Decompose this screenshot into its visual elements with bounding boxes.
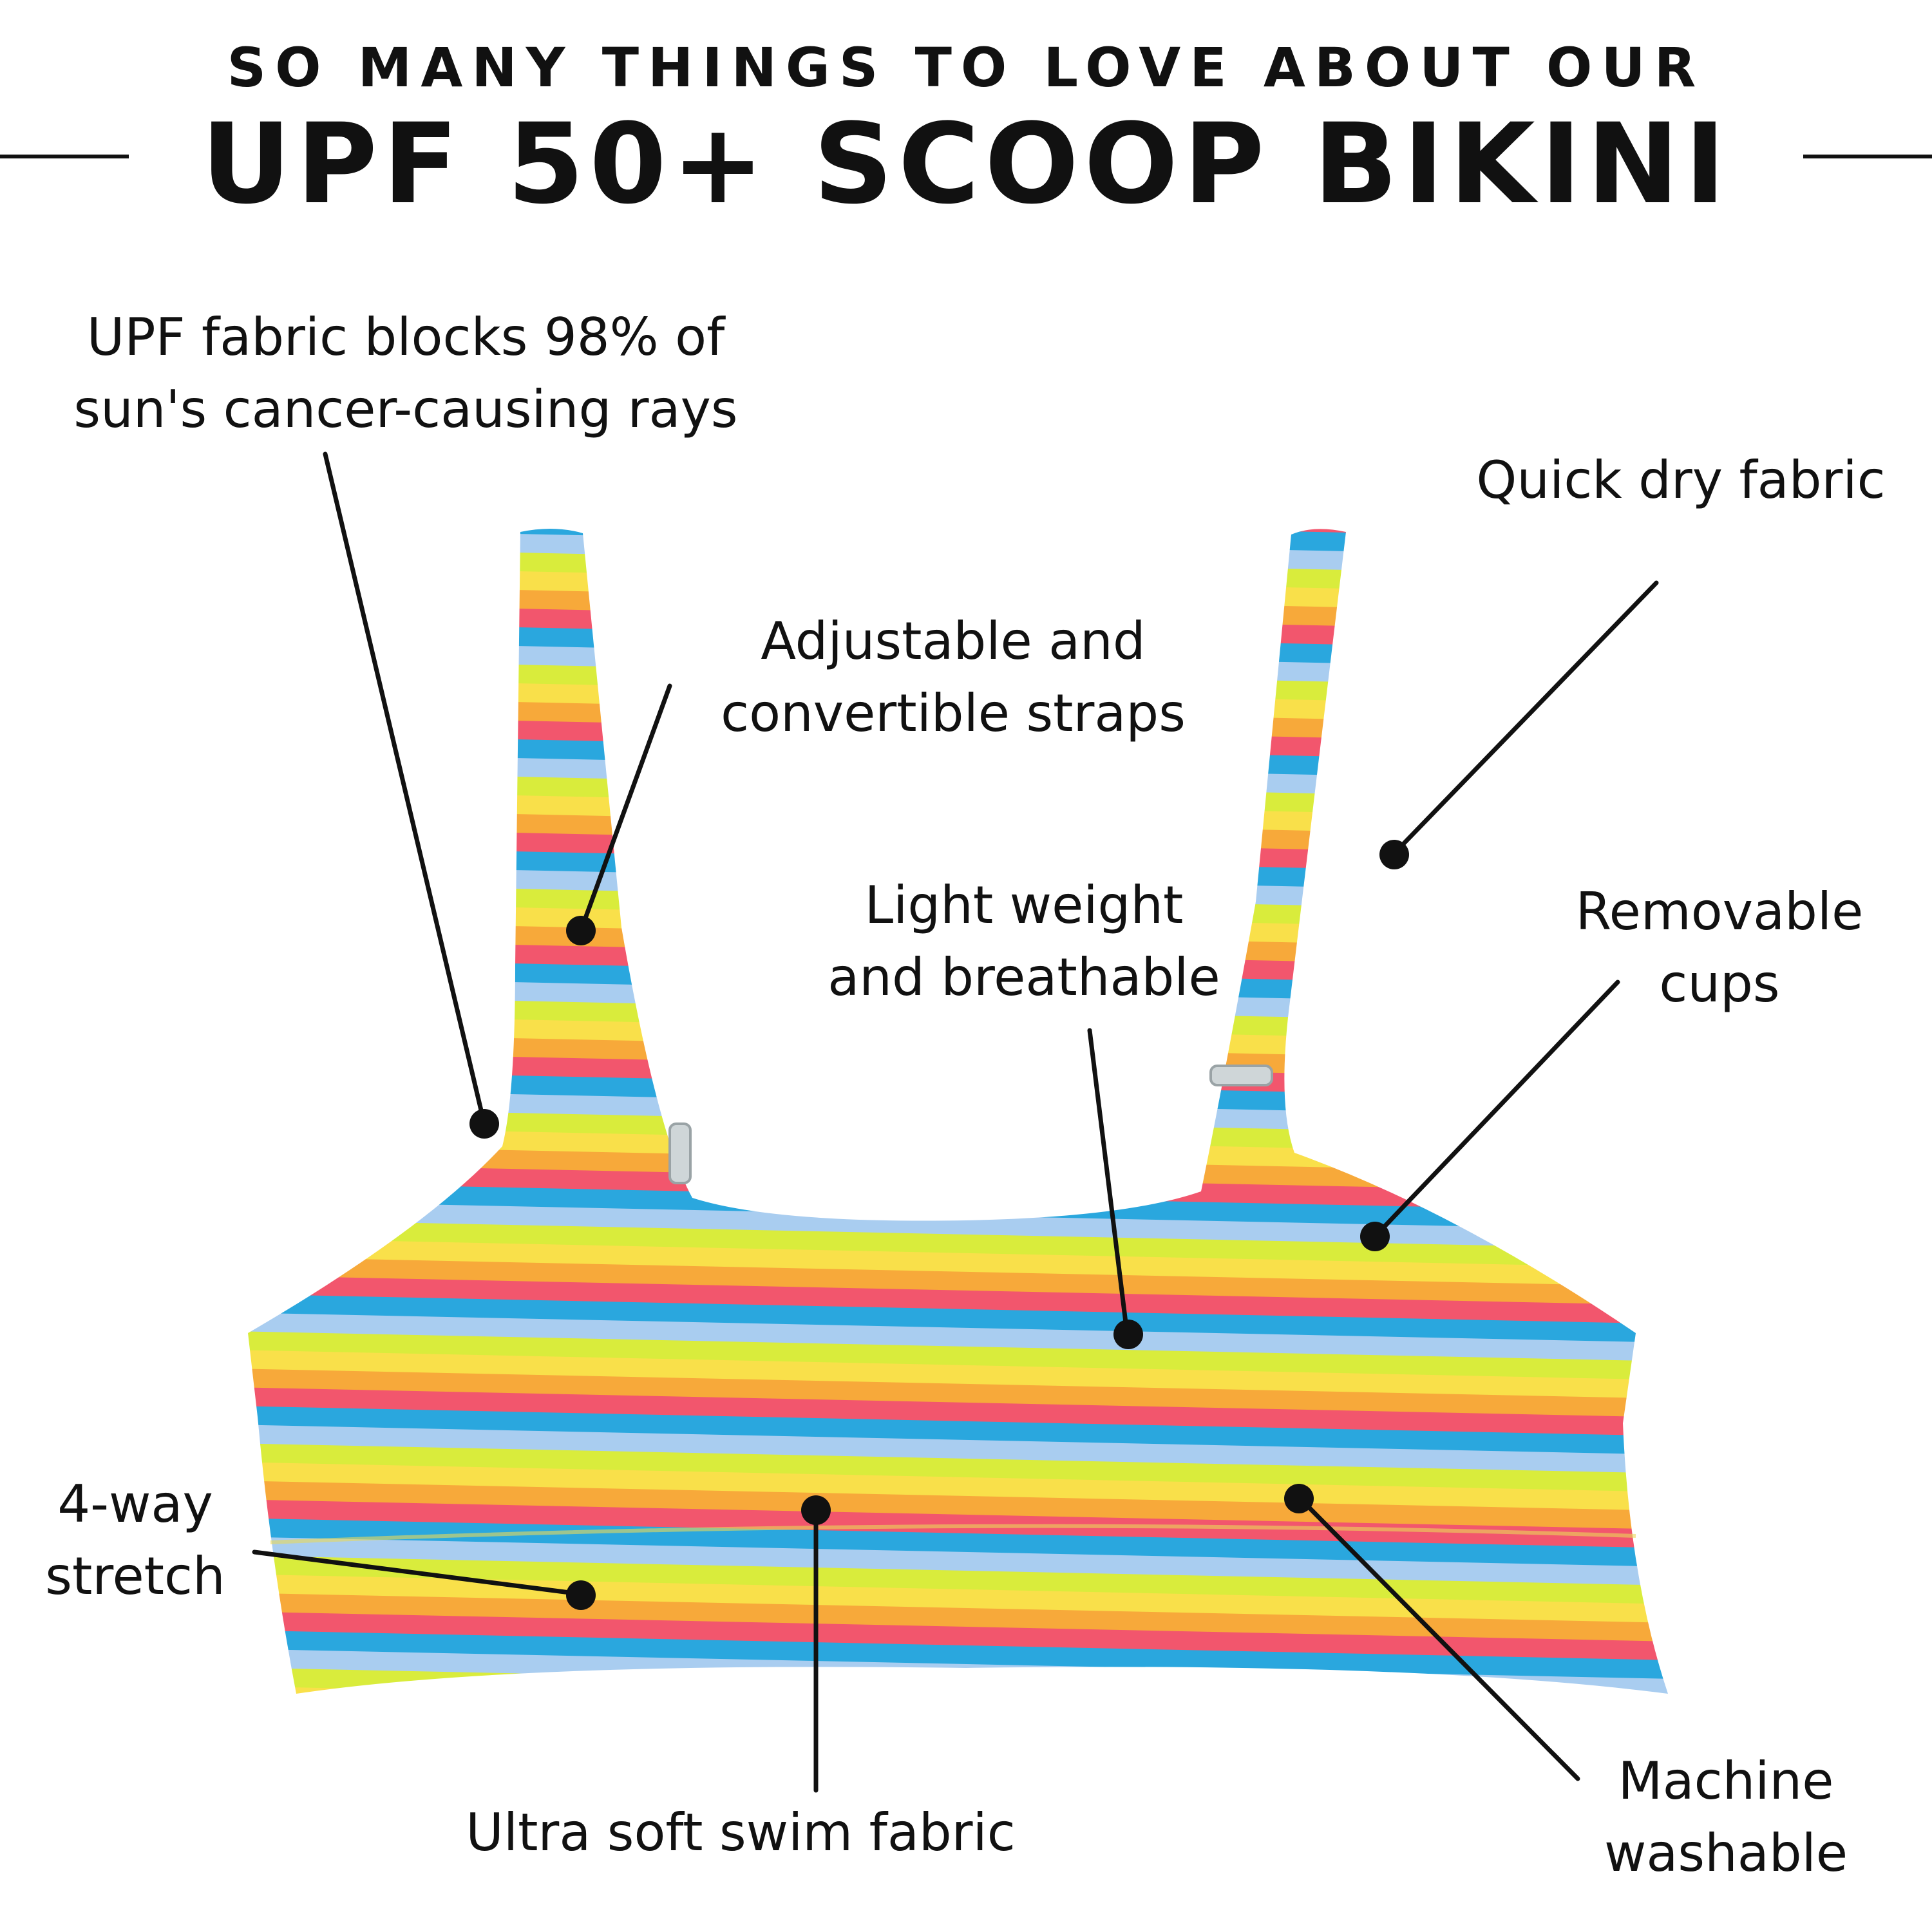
callout-removable-cups: Removable cups <box>1546 876 1893 1020</box>
callout-straps-line-1: Adjustable and <box>761 611 1146 671</box>
dot-removable <box>1360 1222 1390 1251</box>
callout-wash-line-2: washable <box>1604 1823 1848 1883</box>
leader-washable <box>1296 1495 1580 1781</box>
leader-light <box>1087 1028 1130 1336</box>
leader-stretch <box>252 1549 582 1596</box>
callout-light-weight: Light weight and breathable <box>792 869 1256 1014</box>
leader-removable <box>1372 980 1620 1239</box>
callout-removable-line-2: cups <box>1659 954 1780 1014</box>
callout-light-line-2: and breathable <box>828 947 1220 1007</box>
callout-upf-line-1: UPF fabric blocks 98% of <box>86 307 725 367</box>
callout-ultra-soft: Ultra soft swim fabric <box>425 1797 1056 1869</box>
headline-rule-left <box>0 155 129 158</box>
callout-upf-line-2: sun's cancer-causing rays <box>73 379 738 439</box>
dot-quick-dry <box>1379 840 1409 869</box>
dot-straps <box>566 916 596 945</box>
dot-light <box>1113 1320 1143 1349</box>
leader-quick-dry <box>1392 580 1659 856</box>
headline-subtitle: SO MANY THINGS TO LOVE ABOUT OUR <box>227 36 1705 99</box>
headline-title: UPF 50+ SCOOP BIKINI <box>201 99 1731 229</box>
callout-four-way-stretch: 4-way stretch <box>26 1468 245 1613</box>
leader-straps <box>578 683 672 933</box>
dot-soft <box>801 1495 831 1525</box>
bikini-top <box>248 528 1668 1694</box>
callout-straps-line-2: convertible straps <box>721 683 1186 743</box>
right-strap-adjuster <box>1209 1065 1273 1086</box>
dot-stretch <box>566 1580 596 1610</box>
left-strap-adjuster <box>668 1122 692 1184</box>
dot-upf <box>469 1109 499 1139</box>
callout-stretch-line-1: 4-way <box>57 1474 213 1534</box>
headline-rule-right <box>1803 155 1932 158</box>
callout-quick-dry-line-1: Quick dry fabric <box>1476 450 1886 510</box>
hem-seam <box>270 1524 1636 1544</box>
leader-upf <box>323 451 487 1126</box>
callout-adjustable-straps: Adjustable and convertible straps <box>670 605 1236 750</box>
callout-stretch-line-2: stretch <box>45 1546 225 1606</box>
callout-light-line-1: Light weight <box>864 875 1184 935</box>
callout-wash-line-1: Machine <box>1618 1751 1834 1811</box>
callout-upf-protection: UPF fabric blocks 98% of sun's cancer-ca… <box>39 301 773 446</box>
callout-soft-line-1: Ultra soft swim fabric <box>466 1803 1016 1862</box>
dot-washable <box>1284 1484 1314 1513</box>
callout-removable-line-1: Removable <box>1575 882 1864 942</box>
callout-quick-dry: Quick dry fabric <box>1443 444 1919 516</box>
callout-machine-washable: Machine washable <box>1571 1745 1880 1889</box>
